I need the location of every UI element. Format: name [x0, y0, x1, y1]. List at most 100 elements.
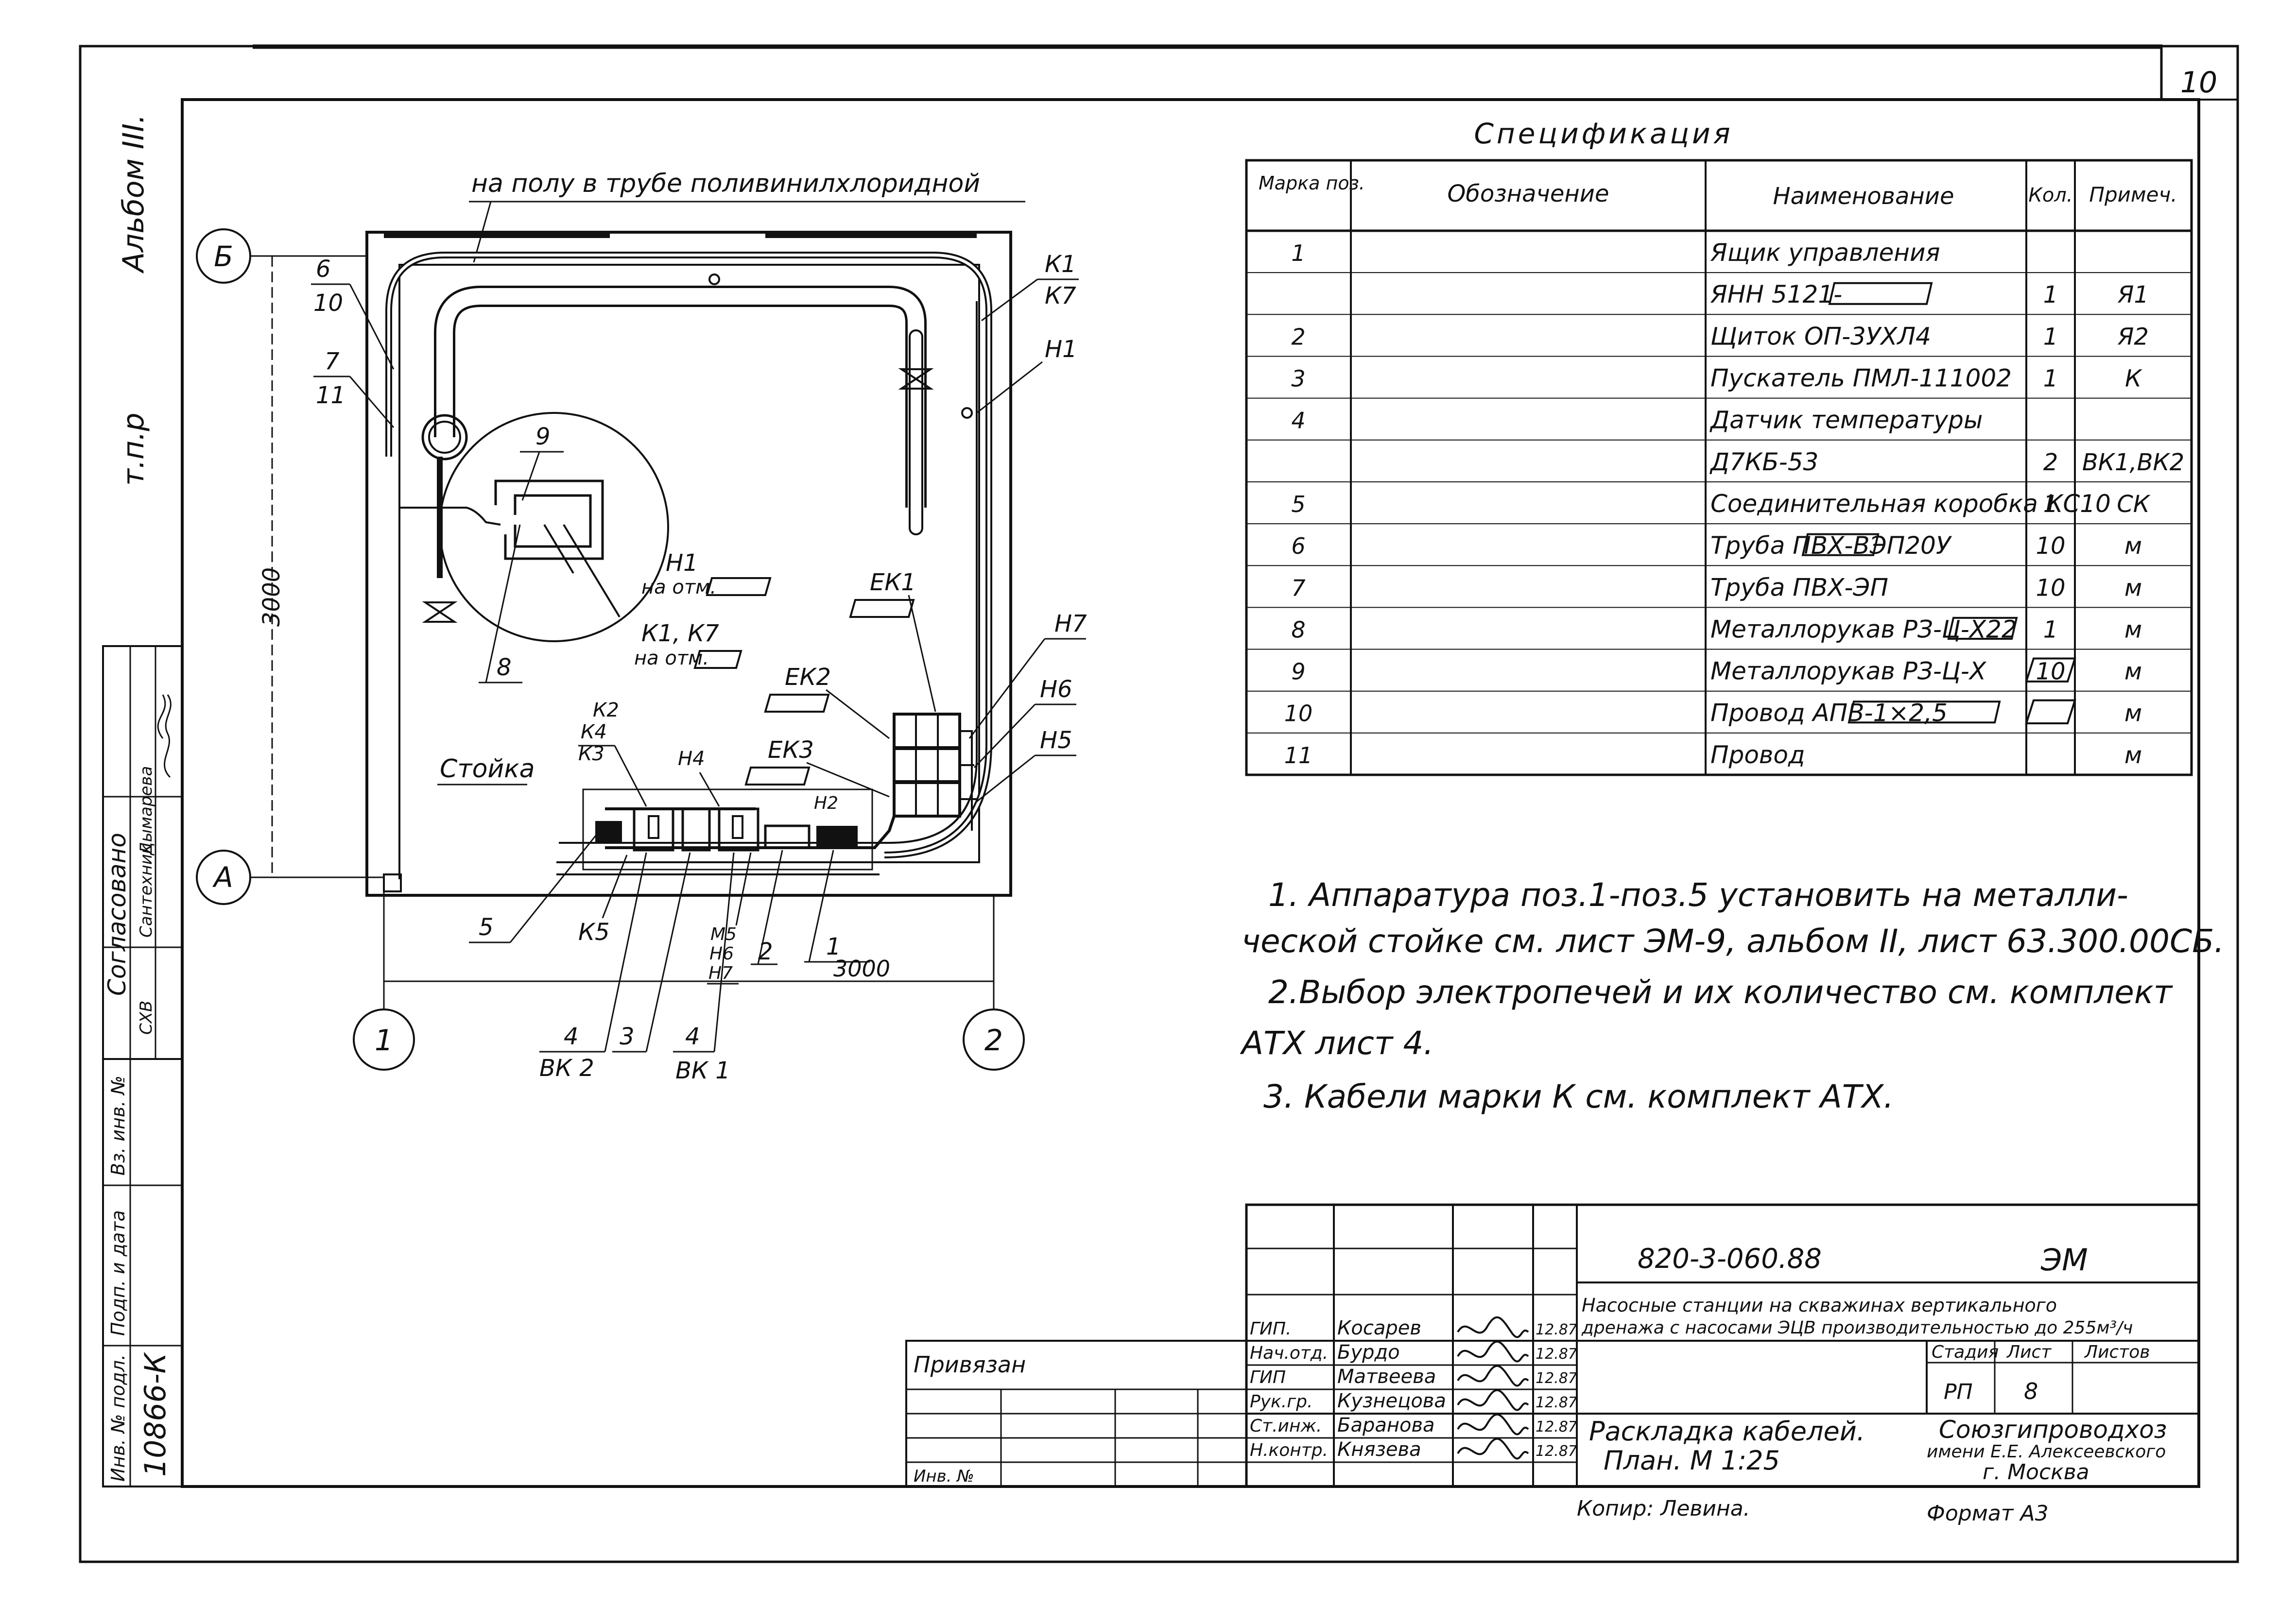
- spec-row-note: К: [2125, 365, 2142, 392]
- k-leader: [614, 745, 647, 807]
- tb-desc-2: дренажа с насосами ЭЦВ производительност…: [1581, 1318, 2133, 1338]
- plan: на полу в трубе поливинилхлоридной: [196, 169, 1087, 1084]
- heater-grid: [893, 713, 961, 818]
- h7-right-leader: [968, 638, 1046, 739]
- ek3: ЕК3: [768, 736, 814, 764]
- cable-run-outer-inner: [387, 254, 990, 856]
- tb-org-2: имени Е.Е. Алексеевского: [1927, 1442, 2166, 1462]
- tb-privyazan: Привязан: [914, 1351, 1026, 1378]
- water-pipe-inner: [436, 288, 924, 508]
- signer-role: Н.контр.: [1250, 1440, 1328, 1460]
- mark-10: 10: [313, 290, 343, 317]
- signer-date: 12.87: [1536, 1321, 1577, 1338]
- spec-row-name: Металлорукав РЗ-Ц-Х: [1710, 657, 1987, 685]
- heater-feeds: [960, 730, 977, 831]
- ek2-leader: [826, 689, 890, 739]
- inv-no-label: Инв. № подл.: [107, 1354, 129, 1482]
- mark-2-leader: [757, 850, 783, 965]
- signer-name: Бурдо: [1337, 1341, 1400, 1364]
- axis-2: 2: [984, 1024, 1003, 1058]
- tb-section: ЭМ: [2040, 1242, 2088, 1278]
- device-3: [681, 807, 711, 852]
- tb-sheet-h: Лист: [2006, 1342, 2052, 1362]
- stand-label: Стойка: [440, 754, 535, 784]
- vk1: ВК 1: [675, 1057, 730, 1084]
- tb-drawing-2: План. М 1:25: [1604, 1445, 1780, 1476]
- inner-frame: [181, 98, 2200, 1488]
- spec-row-note: ВК1,ВК2: [2082, 449, 2184, 476]
- device-1: [816, 826, 858, 848]
- device-4a: [633, 807, 674, 852]
- side-stamp-row-c: СХВ: [137, 1001, 156, 1035]
- mark-3: 3: [620, 1023, 635, 1050]
- signer-name: Косарев: [1337, 1317, 1421, 1339]
- h5-right-leader: [976, 754, 1036, 803]
- valve-right: [898, 368, 934, 390]
- spec-qty-blank-box: [2025, 699, 2076, 725]
- ek2-box: [764, 694, 830, 713]
- mark-9-leader: [521, 451, 540, 501]
- note-line-4: АТХ лист 4.: [1240, 1025, 1433, 1062]
- axis-a: А: [212, 861, 233, 894]
- title-block: 820-3-060.88 ЭМ Насосные станции на сква…: [905, 1203, 2200, 1526]
- spec-row-pos: 5: [1291, 491, 1305, 517]
- well-circle: [439, 412, 669, 642]
- spec-row-qty: 1: [2043, 323, 2058, 350]
- pump-rect-a: [494, 479, 604, 560]
- vz-inv-label: Вз. инв. №: [107, 1076, 129, 1176]
- agreed-title: Согласовано: [103, 833, 131, 996]
- k2: К2: [593, 699, 619, 721]
- spec-row-note: м: [2124, 658, 2142, 685]
- signer-signature: [1457, 1340, 1529, 1363]
- na-otm-1: на отм.: [641, 576, 716, 598]
- spec-row-pos: 1: [1291, 240, 1305, 266]
- mark-6: 6: [316, 256, 331, 283]
- mark-4b: 4: [685, 1023, 700, 1050]
- signer-signature: [1457, 1389, 1529, 1411]
- signer-role: Рук.гр.: [1250, 1392, 1312, 1412]
- signer-name: Кузнецова: [1337, 1390, 1446, 1412]
- signer-date: 12.87: [1536, 1370, 1577, 1387]
- mark-9: 9: [535, 423, 551, 450]
- signer-signature: [1457, 1365, 1529, 1387]
- dim-horizontal: 3000: [833, 956, 890, 982]
- note-line-1: 1. Аппаратура поз.1-поз.5 установить на …: [1268, 876, 2128, 914]
- device-4b-inner: [732, 815, 743, 839]
- mark-8: 8: [497, 654, 512, 681]
- side-stamp-row-b: Дымарева: [137, 766, 156, 856]
- signer-name: Князева: [1337, 1438, 1421, 1461]
- signer-role: ГИП: [1250, 1367, 1286, 1387]
- tb-sheets-h: Листов: [2084, 1342, 2150, 1362]
- ek1: ЕК1: [870, 569, 916, 596]
- mark-11: 11: [316, 382, 345, 409]
- k4: К4: [581, 721, 607, 743]
- side-stamp-row-a: Сантехник: [137, 844, 156, 938]
- k1-k7-leader: [981, 278, 1038, 322]
- spec-row-qty: 1: [2043, 365, 2058, 392]
- device-4b: [718, 807, 760, 852]
- h-low-leader: [735, 852, 752, 926]
- spec-row-name: Провод: [1710, 741, 1805, 769]
- spec-row-note: м: [2124, 574, 2142, 601]
- h6-right: Н6: [1040, 676, 1072, 703]
- mark-7: 7: [325, 348, 340, 375]
- cable-run-right: [559, 301, 978, 844]
- spec-row-qty: 10: [2036, 574, 2065, 601]
- ek2: ЕК2: [785, 664, 831, 691]
- tb-sheet-v: 8: [2024, 1378, 2038, 1404]
- heater-grid-frame: [893, 713, 961, 818]
- valve-left: [422, 601, 458, 623]
- pump-leader-k: [543, 524, 574, 574]
- spec-row-note: м: [2124, 616, 2142, 643]
- signer-signature: [1457, 1413, 1529, 1435]
- mark-7-11-leader: [349, 376, 395, 428]
- spec-h-qty: Кол.: [2028, 184, 2072, 206]
- pipe-elbow: [421, 414, 468, 461]
- spec-row-qty: 1: [2043, 491, 2058, 518]
- tb-kopir: Копир: Левина.: [1577, 1496, 1750, 1521]
- mark-1-leader: [808, 850, 834, 962]
- tb-code: 820-3-060.88: [1638, 1243, 1822, 1275]
